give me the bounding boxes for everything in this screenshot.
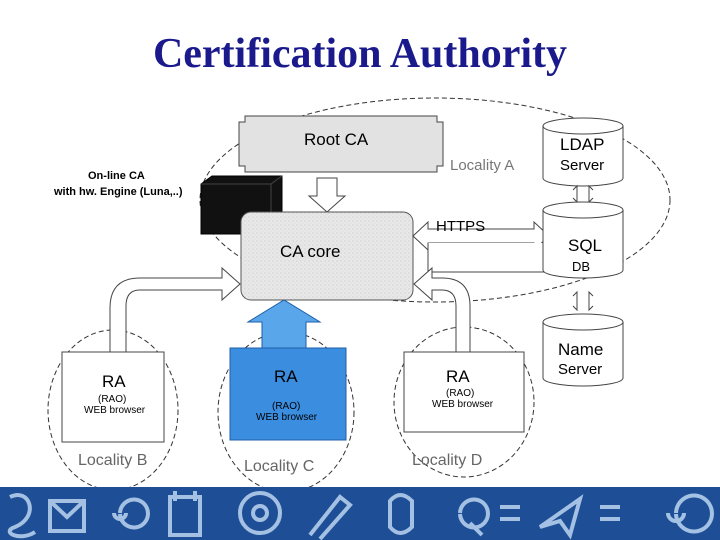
name-server-cylinder	[542, 322, 624, 387]
ldap-server-cylinder	[542, 126, 624, 187]
ra-d-rao: (RAO)	[446, 388, 475, 399]
name-server-label-line1: Name	[558, 340, 604, 359]
swirl-icon	[7, 493, 37, 539]
locality-a-boundary	[199, 97, 671, 303]
sql-db-box	[427, 243, 551, 273]
equals-icon-2	[600, 505, 620, 521]
at-icon-2	[666, 493, 714, 534]
locality-c-arrow	[246, 299, 322, 349]
ldap-label-line2: Server	[560, 157, 605, 174]
ldap-label-line1: LDAP	[560, 135, 605, 154]
ra-b-browser: WEB browser	[84, 405, 146, 416]
ra-box-b	[61, 351, 165, 443]
ra-box-d	[403, 351, 525, 433]
ldap-sql-connector-icon	[572, 184, 594, 204]
ca-core-label: CA core	[280, 242, 341, 261]
online-ca-label-line2: with hw. Engine (Luna,..)	[54, 186, 183, 198]
decorative-footer	[0, 487, 720, 540]
online-ca-label-line1: On-line CA	[88, 170, 145, 182]
ra-box-c	[229, 347, 347, 441]
pen-icon	[308, 494, 353, 540]
equals-icon	[500, 505, 520, 521]
root-ca-label: Root CA	[304, 130, 369, 149]
ra-c-browser: WEB browser	[256, 412, 318, 423]
https-label: HTTPS	[436, 218, 486, 235]
locality-a-label: Locality A	[450, 157, 515, 174]
ra-c-rao: (RAO)	[272, 401, 301, 412]
send-icon	[538, 494, 584, 540]
ca-core-box	[240, 211, 414, 301]
ra-b-rao: (RAO)	[98, 394, 127, 405]
locality-d-arrow	[413, 266, 471, 353]
at-icon	[112, 497, 150, 530]
name-server-label-line2: Server	[558, 361, 603, 378]
sql-label-line1: SQL	[568, 236, 603, 255]
disc-icon	[238, 491, 282, 535]
ra-b-label: RA	[102, 372, 126, 391]
ra-c-label: RA	[274, 367, 298, 386]
sql-name-connector-icon	[572, 290, 594, 312]
root-ca-box	[238, 115, 444, 173]
footer-icons	[7, 491, 714, 540]
locality-b-label: Locality B	[78, 452, 148, 469]
slide-title: Certification Authority	[152, 31, 568, 77]
locality-d-boundary	[393, 326, 535, 478]
mail-icon	[48, 499, 86, 533]
locality-d-label: Locality D	[412, 452, 483, 469]
calendar-icon	[168, 491, 202, 537]
mouse-icon	[388, 493, 414, 535]
root-to-core-arrow	[307, 177, 347, 213]
search-icon	[458, 497, 490, 537]
sql-label-line2: DB	[572, 259, 591, 274]
ra-d-browser: WEB browser	[432, 399, 494, 410]
locality-c-label: Locality C	[244, 458, 315, 475]
sql-db-cylinder	[542, 210, 624, 279]
ra-d-label: RA	[446, 367, 470, 386]
locality-b-arrow	[109, 266, 241, 353]
